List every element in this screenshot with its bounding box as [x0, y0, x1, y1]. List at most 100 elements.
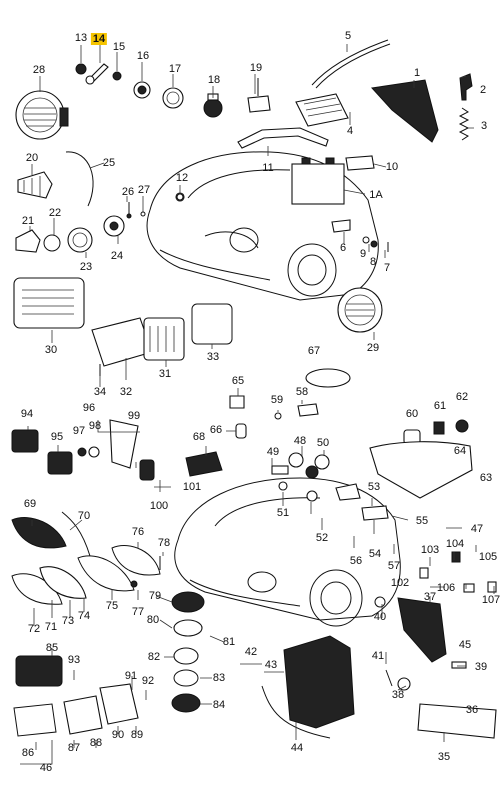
label-3: 3 [480, 120, 488, 132]
label-34: 34 [93, 386, 107, 398]
label-108: 107 [481, 594, 500, 606]
part-16-grommet [133, 81, 151, 99]
label-96: 95 [50, 431, 64, 443]
label-9: 9 [359, 248, 367, 260]
part-1-panel [371, 79, 439, 143]
label-27: 27 [137, 184, 151, 196]
label-52: 52 [315, 532, 329, 544]
part-28-horn [15, 90, 69, 140]
label-43: 43 [264, 659, 278, 671]
part-77-78-screws [130, 556, 161, 588]
part-21-lamp [15, 229, 41, 253]
part-23-lens [67, 227, 93, 253]
label-106: 105 [478, 551, 498, 563]
label-65: 65 [231, 375, 245, 387]
label-14-selected[interactable]: 14 [90, 33, 108, 45]
label-6: 6 [339, 242, 347, 254]
label-93: 92 [141, 675, 155, 687]
label-21: 21 [21, 215, 35, 227]
label-17: 17 [168, 63, 182, 75]
label-91: 90 [111, 729, 125, 741]
label-25: 25 [102, 157, 116, 169]
part-37-bracket [397, 597, 447, 663]
label-70: 70 [77, 510, 91, 522]
label-4: 4 [346, 125, 354, 137]
label-2: 2 [479, 84, 487, 96]
label-40: 40 [373, 611, 387, 623]
label-105: 104 [445, 538, 465, 550]
label-48: 48 [293, 435, 307, 447]
part-14-bolt [85, 63, 109, 85]
label-77: 77 [131, 606, 145, 618]
label-82: 82 [147, 651, 161, 663]
part-4-relay-box [295, 93, 349, 127]
part-101-cover [139, 459, 155, 481]
label-87: 86 [21, 747, 35, 759]
label-101: 100 [149, 500, 169, 512]
label-104: 103 [420, 544, 440, 556]
part-3-spring [458, 107, 470, 141]
label-18: 18 [207, 74, 221, 86]
part-26-screw [126, 202, 132, 219]
label-30: 30 [44, 344, 58, 356]
part-6-clip [331, 219, 351, 233]
label-71: 71 [44, 621, 58, 633]
part-66-bulb [235, 423, 247, 439]
label-22: 22 [48, 207, 62, 219]
label-83: 83 [212, 672, 226, 684]
label-5: 5 [344, 30, 352, 42]
label-1A: 1A [369, 189, 383, 201]
label-32: 32 [119, 386, 133, 398]
label-50: 50 [316, 437, 330, 449]
label-53: 53 [367, 481, 381, 493]
part-68-lamp [185, 451, 223, 477]
part-60-64-dash [369, 419, 473, 499]
label-62: 62 [455, 391, 469, 403]
part-100-reflector [109, 419, 139, 469]
part-5-strap [311, 39, 391, 89]
part-27-washer [140, 211, 146, 217]
label-97: 96 [82, 402, 96, 414]
label-75: 75 [105, 600, 119, 612]
part-25-ring [65, 151, 94, 207]
label-88: 87 [67, 742, 81, 754]
label-36: 36 [465, 704, 479, 716]
label-19: 19 [249, 62, 263, 74]
label-102: 101 [182, 481, 202, 493]
label-107: 106 [436, 582, 456, 594]
label-46: 46 [39, 762, 53, 774]
label-39: 39 [474, 661, 488, 673]
label-44: 44 [290, 742, 304, 754]
label-103: 102 [390, 577, 410, 589]
part-13-nut [75, 63, 87, 75]
part-71-74-lens-set [11, 566, 87, 605]
part-85-plate-light [15, 655, 63, 687]
label-13: 13 [74, 32, 88, 44]
label-35: 35 [437, 751, 451, 763]
label-59: 59 [270, 394, 284, 406]
part-70-wire [61, 511, 91, 557]
part-31-lens [143, 317, 185, 361]
part-10-terminal [345, 155, 375, 171]
label-90: 89 [130, 729, 144, 741]
label-63: 63 [479, 472, 493, 484]
label-89: 88 [89, 737, 103, 749]
label-73: 73 [61, 615, 75, 627]
label-81: 81 [222, 636, 236, 648]
label-76: 76 [131, 526, 145, 538]
part-22-ring [43, 234, 61, 252]
label-99: 98 [88, 420, 102, 432]
part-17-grommet [162, 87, 184, 109]
part-51-53-switches [278, 481, 389, 521]
part-15-washer [112, 71, 122, 81]
label-95: 94 [20, 408, 34, 420]
label-51: 51 [276, 507, 290, 519]
label-55: 55 [415, 515, 429, 527]
label-92: 91 [124, 670, 138, 682]
part-29-horn [337, 287, 383, 333]
label-57: 57 [387, 560, 401, 572]
label-11: 11 [262, 162, 274, 174]
label-79: 79 [148, 590, 162, 602]
part-69-taillight [11, 517, 67, 549]
part-79-84-lamps [171, 591, 205, 713]
